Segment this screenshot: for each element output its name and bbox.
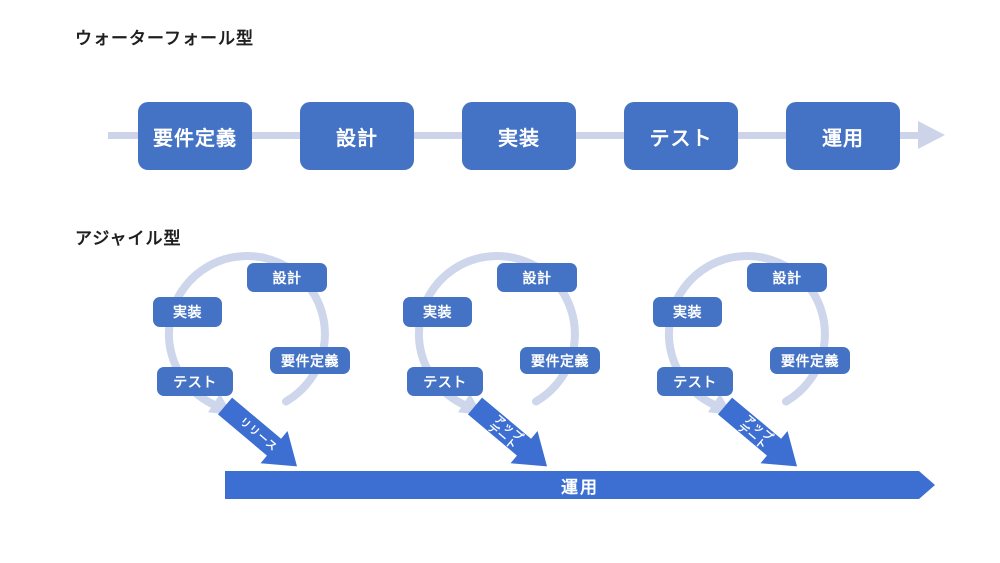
operation-arrow-bar: 運用 xyxy=(225,471,935,499)
agile-cycle-3: アップデート 設計 実装 要件定義 テスト xyxy=(620,248,870,483)
waterfall-title: ウォーターフォール型 xyxy=(75,29,254,48)
waterfall-stage-operation: 運用 xyxy=(786,102,900,170)
cycle-2-stage-test: テスト xyxy=(407,367,483,396)
update-arrow-icon xyxy=(467,397,548,467)
release-arrow-icon xyxy=(217,397,298,467)
cycle-3-stage-requirements: 要件定義 xyxy=(770,347,850,374)
waterfall-stage-requirements: 要件定義 xyxy=(138,102,252,170)
cycle-1-stage-implementation: 実装 xyxy=(153,297,222,327)
agile-cycle-1: リリース 設計 実装 要件定義 テスト xyxy=(120,248,370,483)
cycle-3-stage-design: 設計 xyxy=(747,263,827,292)
waterfall-stage-implementation: 実装 xyxy=(462,102,576,170)
cycle-2-stage-requirements: 要件定義 xyxy=(520,347,600,374)
agile-cycle-2: アップデート 設計 実装 要件定義 テスト xyxy=(370,248,620,483)
cycle-1-stage-requirements: 要件定義 xyxy=(270,347,350,374)
cycle-3-stage-test: テスト xyxy=(657,367,733,396)
waterfall-flow-arrowhead-icon xyxy=(918,121,945,149)
cycle-1-stage-test: テスト xyxy=(157,367,233,396)
operation-label: 運用 xyxy=(561,477,599,497)
agile-title: アジャイル型 xyxy=(75,229,182,248)
cycle-1-stage-design: 設計 xyxy=(247,263,327,292)
cycle-3-stage-implementation: 実装 xyxy=(653,297,722,327)
update-arrow-icon xyxy=(717,397,798,467)
cycle-2-stage-implementation: 実装 xyxy=(403,297,472,327)
waterfall-stage-design: 設計 xyxy=(300,102,414,170)
cycle-2-stage-design: 設計 xyxy=(497,263,577,292)
waterfall-stage-test: テスト xyxy=(624,102,738,170)
